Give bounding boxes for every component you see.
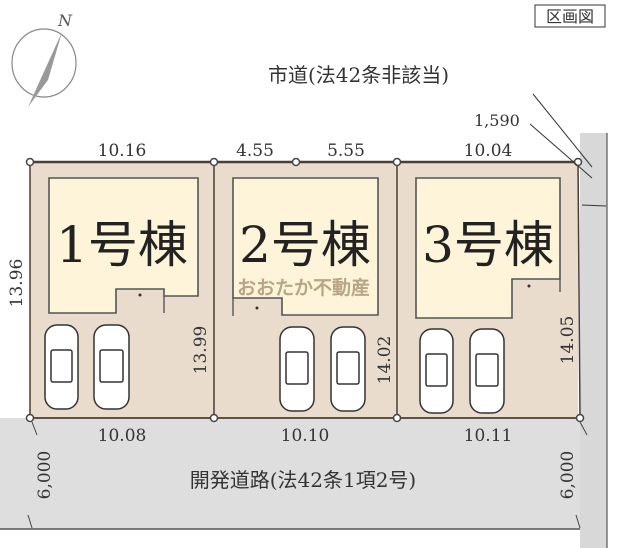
bottom-dim-3: 10.11	[464, 426, 513, 446]
top-dim-4: 10.04	[464, 141, 513, 161]
title-label: 区画図	[534, 4, 606, 28]
top-dim-2: 4.55	[236, 141, 274, 161]
top-dim-1: 10.16	[98, 141, 147, 161]
city-road-label: 市道(法42条非該当)	[268, 63, 449, 87]
watermark: おおたか不動産	[237, 276, 370, 299]
car-icon	[419, 328, 454, 414]
house-1-label: 1号棟	[56, 216, 188, 274]
north-arrow-icon: N	[11, 11, 77, 107]
house-3	[415, 177, 561, 319]
svg-text:N: N	[57, 11, 73, 30]
side-dim-1: 13.96	[7, 259, 27, 308]
development-road	[0, 418, 582, 529]
road-width-left: 6,000	[35, 451, 55, 500]
city-road	[580, 133, 607, 548]
road-width-right: 6,000	[558, 451, 578, 500]
car-icon	[279, 326, 315, 412]
top-dim-3: 5.55	[327, 141, 365, 161]
car-icon	[330, 326, 366, 412]
car-icon	[469, 328, 505, 414]
side-dim-3: 14.02	[375, 336, 395, 385]
bottom-dim-2: 10.10	[281, 426, 330, 446]
bottom-dim-1: 10.08	[98, 426, 147, 446]
road-width-lines	[27, 421, 588, 529]
car-icon	[93, 324, 130, 410]
svg-text:区画図: 区画図	[546, 7, 594, 26]
house-3-label: 3号棟	[422, 216, 554, 274]
city-road-width: 1,590	[474, 111, 520, 130]
development-road-label: 開発道路(法42条1項2号)	[190, 468, 417, 492]
side-dim-4: 14.05	[558, 316, 578, 365]
lot-boundaries	[29, 160, 581, 419]
side-dim-2: 13.99	[191, 326, 211, 375]
car-icon	[44, 324, 79, 410]
house-1	[48, 177, 199, 314]
house-2-label: 2号棟	[239, 216, 371, 274]
